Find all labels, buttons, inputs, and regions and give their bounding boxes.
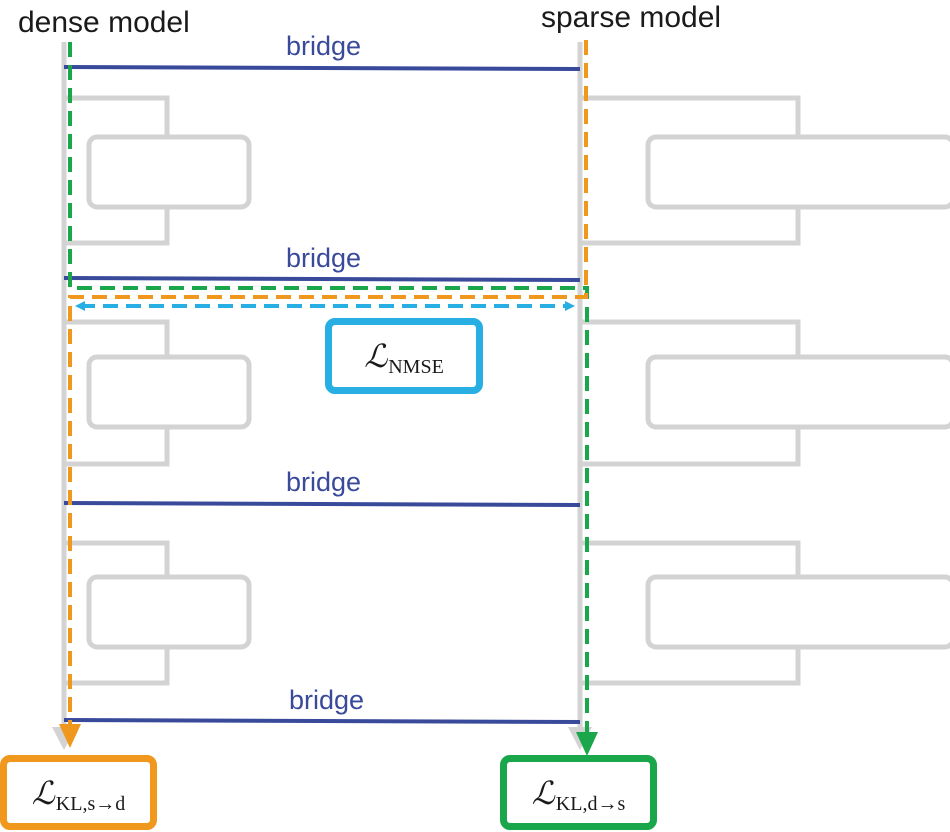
bridge-line-2: [63, 276, 581, 282]
bridge-line-3: [63, 501, 581, 507]
bridge-label-2: bridge: [286, 243, 362, 273]
bridge-label-4: bridge: [289, 685, 365, 715]
orange-dashed-path: [68, 40, 588, 735]
sparse-model-label: sparse model: [541, 1, 722, 34]
dense-backbone: [61, 42, 252, 735]
dense-model-label: dense model: [18, 6, 190, 39]
bridge-label-1: bridge: [286, 31, 362, 61]
kl-s-to-d-loss-symbol: ℒ: [31, 773, 55, 812]
bridge-label-3: bridge: [286, 467, 362, 497]
orange-arrow-icon: [59, 724, 81, 748]
green-arrow-icon: [576, 732, 598, 756]
nmse-loss-subscript: NMSE: [388, 356, 444, 378]
kl-s-to-d-loss-subscript: KL,s→d: [55, 792, 126, 815]
kl-d-to-s-loss-subscript: KL,d→s: [555, 792, 626, 815]
green-dashed-path: [68, 42, 589, 745]
nmse-loss-symbol: ℒ: [364, 337, 388, 375]
bridge-line-4: [63, 718, 581, 724]
sparse-backbone: [577, 42, 950, 735]
bridge-line-1: [63, 65, 581, 71]
kl-d-to-s-loss-symbol: ℒ: [531, 773, 555, 812]
